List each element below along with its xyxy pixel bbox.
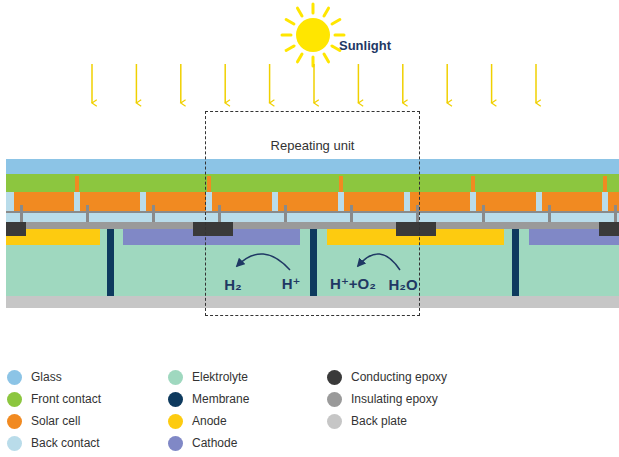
conducting-epoxy (396, 222, 436, 236)
legend-label: Front contact (31, 392, 101, 406)
legend-swatch (327, 392, 342, 407)
sun-ray (332, 20, 340, 25)
legend-label: Anode (192, 414, 227, 428)
light-arrow (224, 64, 226, 103)
conducting-epoxy (193, 222, 233, 236)
insulating-epoxy (20, 205, 23, 222)
light-arrow (358, 64, 360, 103)
legend-label: Elektrolyte (192, 370, 248, 384)
legend-label: Back contact (31, 436, 100, 450)
membrane (310, 229, 317, 296)
sun-ray (298, 8, 303, 16)
sunlight-arrows (92, 64, 536, 103)
insulating-epoxy (218, 205, 221, 222)
chemical-label: H⁺ (282, 275, 301, 293)
chemical-label: H₂ (224, 276, 242, 293)
conducting-epoxy (599, 222, 619, 236)
legend-label: Membrane (192, 392, 249, 406)
light-arrow (402, 64, 404, 103)
sun-ray (332, 46, 340, 51)
legend-label: Conducting epoxy (351, 370, 447, 384)
sun-ray (282, 34, 291, 37)
light-arrow (269, 64, 271, 103)
cell-interconnect (471, 176, 475, 192)
sun-ray (286, 20, 294, 25)
insulating-epoxy (350, 205, 353, 222)
legend-swatch (7, 370, 22, 385)
legend-label: Cathode (192, 436, 237, 450)
sun-ray (286, 46, 294, 51)
legend-swatch (327, 370, 342, 385)
front-contact-layer (6, 174, 619, 192)
cell-interconnect (75, 176, 79, 192)
cell-interconnect (207, 176, 211, 192)
sun-ray (324, 54, 329, 62)
conducting-epoxy (6, 222, 26, 236)
light-arrow (180, 64, 182, 103)
light-arrow (535, 64, 537, 103)
cell-interconnect (603, 176, 607, 192)
sun-symbol (282, 4, 344, 66)
legend-swatch (7, 392, 22, 407)
light-arrow (491, 64, 493, 103)
insulating-epoxy (6, 211, 619, 213)
sun-ray (298, 54, 303, 62)
membrane (107, 229, 114, 296)
chemical-label: H₂O (388, 276, 417, 293)
insulating-epoxy (416, 205, 419, 222)
electrolyte-layer (6, 229, 619, 296)
legend-label: Glass (31, 370, 62, 384)
cell-interconnect (339, 176, 343, 192)
glass-layer (6, 159, 619, 174)
legend-swatch (327, 414, 342, 429)
insulating-epoxy (86, 205, 89, 222)
legend-label: Back plate (351, 414, 407, 428)
solar-cells (6, 176, 619, 222)
sun-disc (296, 18, 330, 52)
insulating-epoxy-layer (6, 222, 619, 229)
sun-ray (335, 34, 344, 37)
back-contact-layer (6, 192, 619, 222)
legend-swatch (7, 436, 22, 451)
legend-swatch (7, 414, 22, 429)
sun-ray (324, 8, 329, 16)
legend-swatch (168, 370, 183, 385)
light-arrow (446, 64, 448, 103)
solar-cell (608, 192, 619, 211)
legend-swatch (168, 392, 183, 407)
legend-label: Solar cell (31, 414, 80, 428)
legend-label: Insulating epoxy (351, 392, 438, 406)
insulating-epoxy (482, 205, 485, 222)
legend-swatch (168, 436, 183, 451)
membrane (512, 229, 519, 296)
sun-ray (312, 4, 315, 13)
light-arrow (136, 64, 138, 103)
reaction-arrow (358, 254, 400, 270)
box-title: Repeating unit (206, 112, 419, 153)
chemical-label: H⁺+O₂ (330, 275, 376, 293)
insulating-epoxy (614, 205, 617, 222)
light-arrow (313, 64, 315, 103)
insulating-epoxy (284, 205, 287, 222)
back-plate (6, 296, 619, 308)
sunlight-label: Sunlight (339, 38, 391, 53)
legend-swatch (168, 414, 183, 429)
reaction-arrow (237, 254, 290, 270)
light-arrow (91, 64, 93, 103)
insulating-epoxy (548, 205, 551, 222)
insulating-epoxy (152, 205, 155, 222)
